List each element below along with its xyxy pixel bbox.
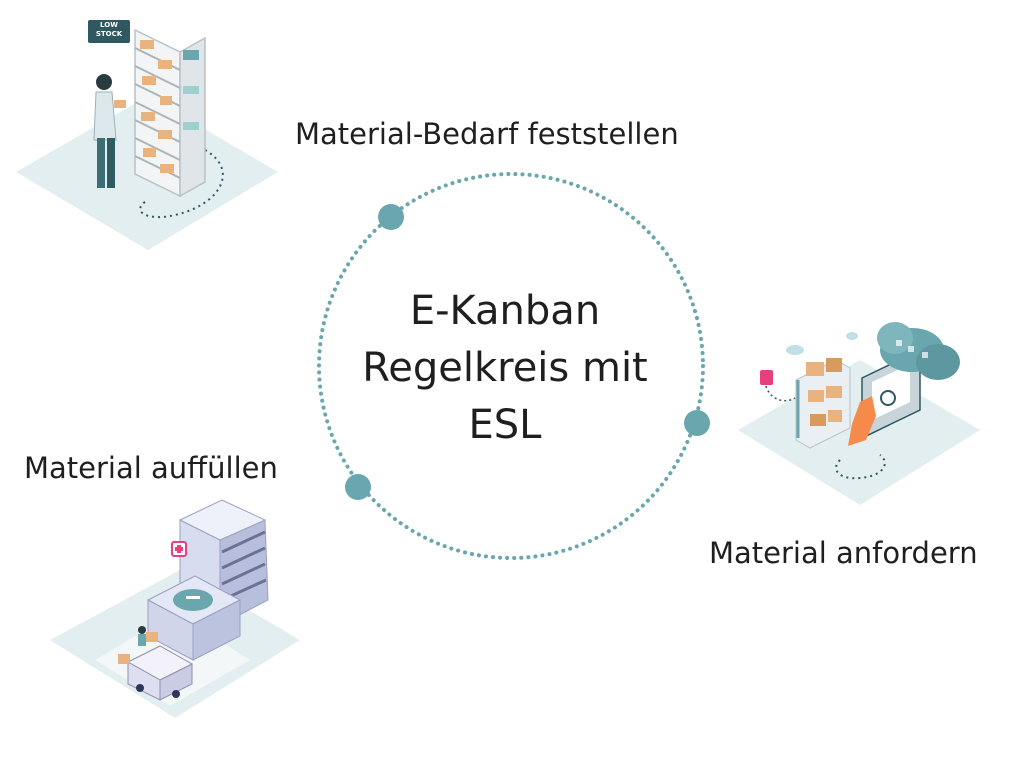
small-shelf bbox=[795, 358, 851, 449]
delivery-van bbox=[126, 645, 194, 701]
low-stock-line-2: STOCK bbox=[95, 30, 123, 38]
cycle-node-right bbox=[684, 410, 710, 436]
center-title: E-Kanban Regelkreis mit ESL bbox=[330, 283, 680, 454]
tag-icon bbox=[760, 370, 773, 385]
helipad-icon bbox=[173, 589, 213, 611]
shelf-rack bbox=[134, 28, 206, 198]
cycle-ring bbox=[317, 172, 705, 560]
low-stock-line-1: LOW bbox=[100, 21, 118, 29]
hand-icon bbox=[848, 396, 876, 446]
center-title-line-3: ESL bbox=[468, 402, 542, 448]
hospital-building bbox=[146, 499, 269, 661]
step-label-refill: Material auffüllen bbox=[24, 451, 278, 485]
hospital-illustration bbox=[50, 499, 300, 718]
low-stock-badge bbox=[88, 20, 130, 43]
step-label-detect: Material-Bedarf feststellen bbox=[295, 117, 679, 151]
cloud-icon bbox=[877, 322, 960, 380]
low-stock-badge-text: LOW STOCK bbox=[88, 21, 130, 39]
cycle-node-top-left bbox=[378, 204, 404, 230]
center-title-line-2: Regelkreis mit bbox=[362, 345, 648, 391]
step-label-request: Material anfordern bbox=[709, 536, 978, 570]
request-illustration bbox=[738, 322, 980, 505]
worker-figure bbox=[93, 74, 126, 188]
shelf-worker-illustration bbox=[16, 28, 278, 250]
cycle-node-bottom-left bbox=[345, 474, 371, 500]
center-title-line-1: E-Kanban bbox=[409, 288, 601, 334]
